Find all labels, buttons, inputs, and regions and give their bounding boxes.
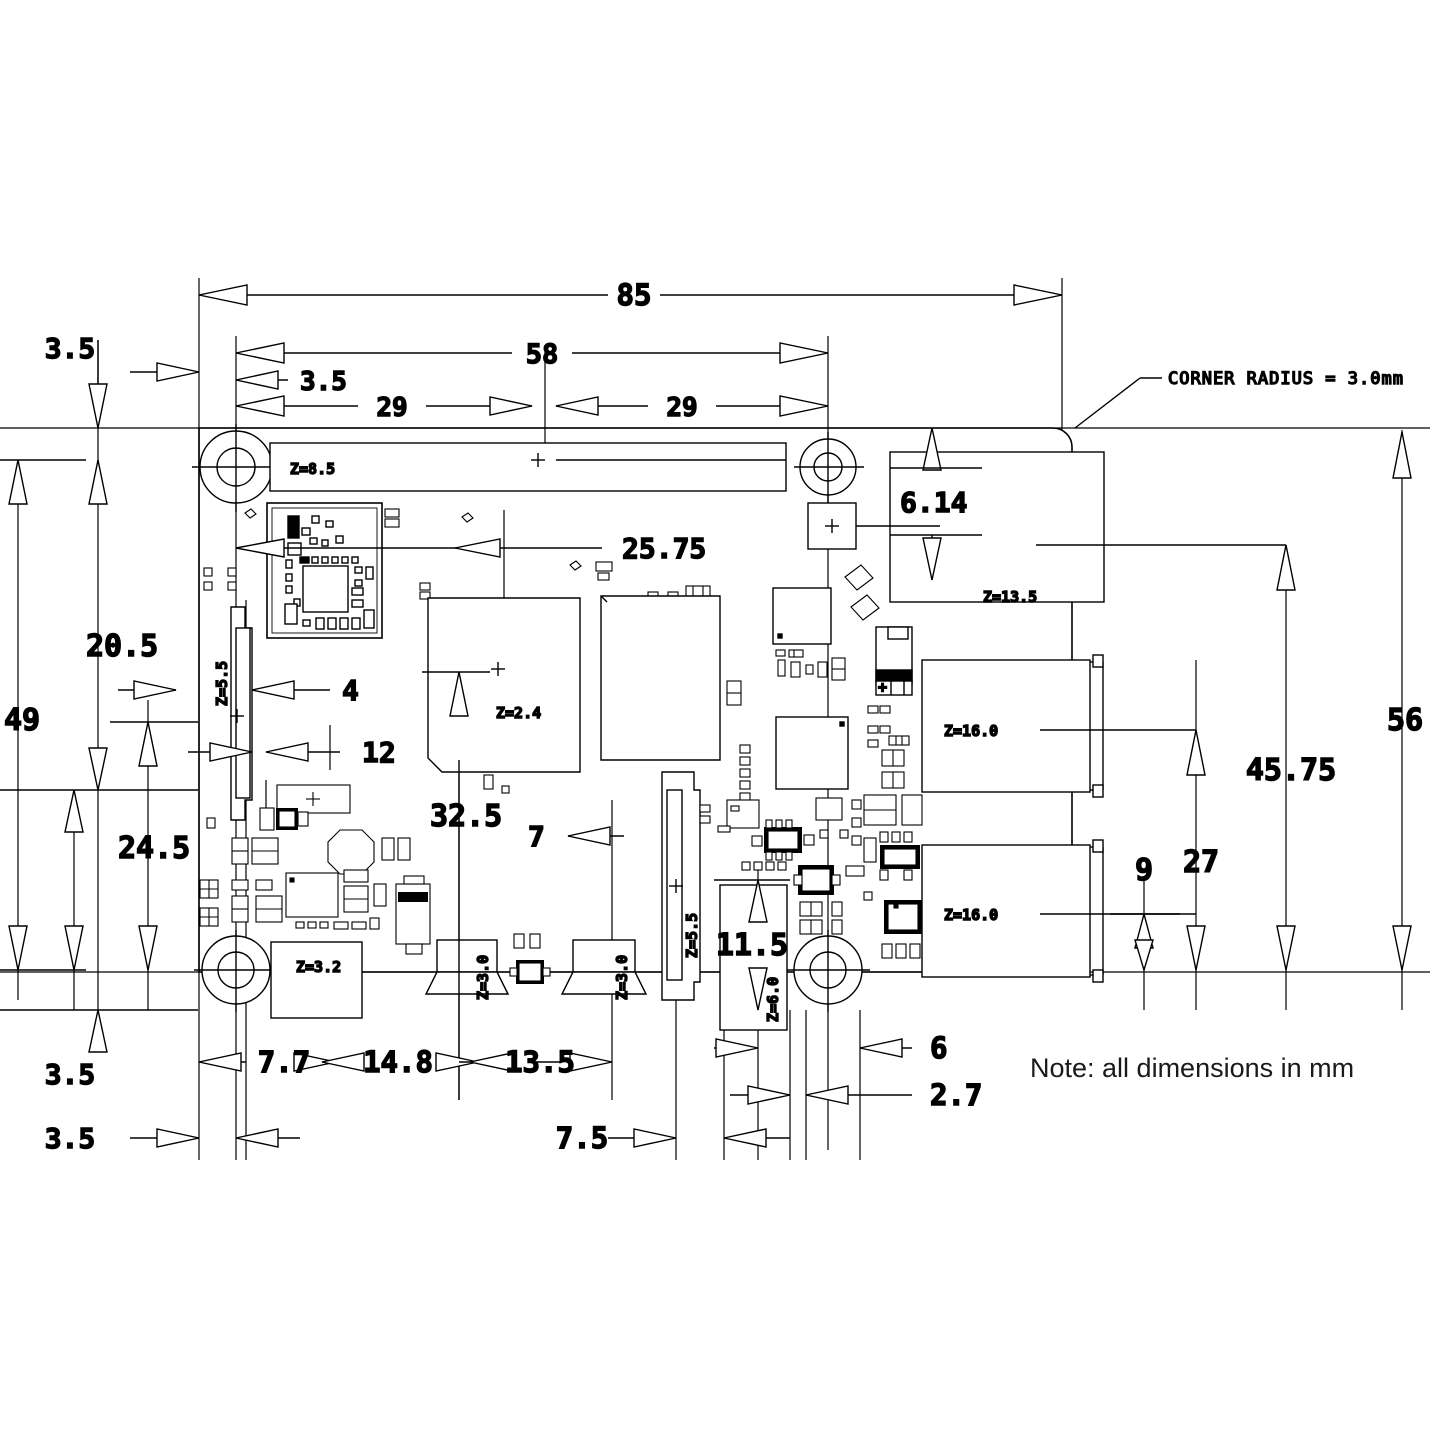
gpio-header <box>269 442 787 492</box>
dimension-45_75 <box>1276 544 1296 971</box>
corner-radius-label: CORNER RADIUS = 3.0mm <box>1168 369 1404 389</box>
dimension-7_5 <box>608 1128 790 1148</box>
bottom-left-dimension-3_5-a <box>0 1009 198 1053</box>
dim-inner-span: 58 <box>526 339 559 370</box>
wireless-module <box>266 502 383 639</box>
smd-cluster-near-usb <box>863 705 923 959</box>
corner-radius-leader <box>1074 377 1162 429</box>
usb-port-top <box>921 654 1196 798</box>
z-label-jack-b: Z=3.0 <box>613 955 631 1000</box>
z-label-display-connector: Z=5.5 <box>683 913 701 958</box>
top-left-dimension-3_5-vertical <box>88 340 200 429</box>
tantalum-capacitor: + <box>875 626 913 697</box>
dim-left-offset: 3.5 <box>300 367 347 397</box>
z-label-camera-connector: Z=5.5 <box>213 661 231 706</box>
z-label-usb-bottom: Z=16.0 <box>944 906 998 924</box>
smd-cluster-bottom-left <box>199 784 551 984</box>
smd-cluster-center <box>699 797 865 935</box>
mounting-hole-bottom-left <box>194 930 280 1012</box>
dim-2-7: 2.7 <box>930 1078 982 1112</box>
z-label-soc: Z=2.4 <box>496 704 541 722</box>
dim-11-5: 11.5 <box>716 928 788 963</box>
dim-4: 4 <box>342 674 359 707</box>
dim-9: 9 <box>1135 853 1153 888</box>
dim-7-7: 7.7 <box>258 1045 310 1079</box>
dimension-56 <box>1392 431 1412 971</box>
jack-connector-a <box>424 939 510 995</box>
dimension-32_5 <box>422 671 490 1100</box>
usb-port-bottom <box>921 839 1196 983</box>
dim-20-5: 20.5 <box>86 629 158 664</box>
power-connector-small <box>807 502 940 550</box>
mounting-hole-bottom-right <box>786 930 870 1012</box>
dim-top-offset: 3.5 <box>45 332 96 365</box>
jack-connector-b <box>560 939 648 995</box>
dimension-27 <box>1186 729 1206 971</box>
z-label-gpio: Z=8.5 <box>290 460 335 478</box>
dimension-12 <box>188 742 340 762</box>
dimension-7_7 <box>198 1052 337 1072</box>
chip-upper-right <box>772 587 832 645</box>
mounting-hole-top-right <box>794 432 864 504</box>
dim-12: 12 <box>362 736 396 769</box>
dimension-13_5 <box>469 1052 613 1072</box>
dim-bottom-3-5-b: 3.5 <box>45 1122 96 1155</box>
note-text: Note: all dimensions in mm <box>1030 1053 1354 1083</box>
z-label-usb-micro: Z=3.2 <box>296 958 341 976</box>
dim-32-5: 32.5 <box>430 799 502 834</box>
dim-overall-width: 85 <box>617 278 652 312</box>
top-dimension-3_5-horizontal <box>235 370 288 390</box>
z-label-microsd: Z=6.0 <box>764 977 782 1022</box>
chip-mid-right <box>775 716 849 790</box>
dimension-24_5 <box>0 721 198 971</box>
dim-half-left: 29 <box>376 393 407 423</box>
bottom-left-dimension-3_5-b <box>130 1128 300 1148</box>
dim-24-5: 24.5 <box>118 831 190 866</box>
z-label-usb-top: Z=16.0 <box>944 722 998 740</box>
dim-14-8: 14.8 <box>363 1045 433 1079</box>
z-label-jack-a: Z=3.0 <box>474 955 492 1000</box>
dim-49: 49 <box>4 703 40 738</box>
top-dimension-29-right <box>555 395 829 417</box>
camera-connector-left <box>230 606 253 821</box>
usb-micro-connector <box>270 941 363 1019</box>
smd-cluster-right-of-soc <box>483 564 880 846</box>
top-dimension-29-left <box>235 395 533 417</box>
second-large-chip <box>600 595 721 761</box>
mounting-hole-top-left <box>192 424 280 512</box>
dimension-25_75-leader <box>235 538 602 558</box>
soc-chip <box>427 597 581 773</box>
dimension-14_8 <box>321 1052 479 1072</box>
dimension-11_5 <box>714 879 790 1011</box>
hdmi-connector <box>889 451 1286 603</box>
dim-13-5: 13.5 <box>505 1045 575 1079</box>
svg-text:+: + <box>878 678 887 696</box>
dimension-49 <box>0 459 86 971</box>
dim-half-right: 29 <box>666 393 697 423</box>
dim-7-5: 7.5 <box>556 1121 608 1155</box>
top-dimension-85 <box>198 284 1063 306</box>
display-connector <box>661 771 701 1001</box>
dimension-9 <box>1110 911 1180 973</box>
dimension-6_14 <box>890 427 982 581</box>
dim-25-75: 25.75 <box>622 532 706 565</box>
dim-6-14: 6.14 <box>900 486 967 519</box>
top-dimension-58 <box>235 342 829 364</box>
dimension-20_5 <box>88 459 108 791</box>
dimension-7 <box>567 826 624 846</box>
dim-45-75: 45.75 <box>1246 753 1336 788</box>
dimension-6 <box>714 1038 912 1058</box>
z-label-hdmi: Z=13.5 <box>983 588 1037 606</box>
dim-6: 6 <box>930 1031 947 1065</box>
dimension-4 <box>118 680 330 700</box>
dim-27: 27 <box>1183 845 1219 880</box>
dimension-2_7 <box>730 1085 912 1105</box>
dim-bottom-3-5-a: 3.5 <box>45 1058 96 1091</box>
dim-56: 56 <box>1387 703 1423 738</box>
dim-7: 7 <box>528 820 545 853</box>
